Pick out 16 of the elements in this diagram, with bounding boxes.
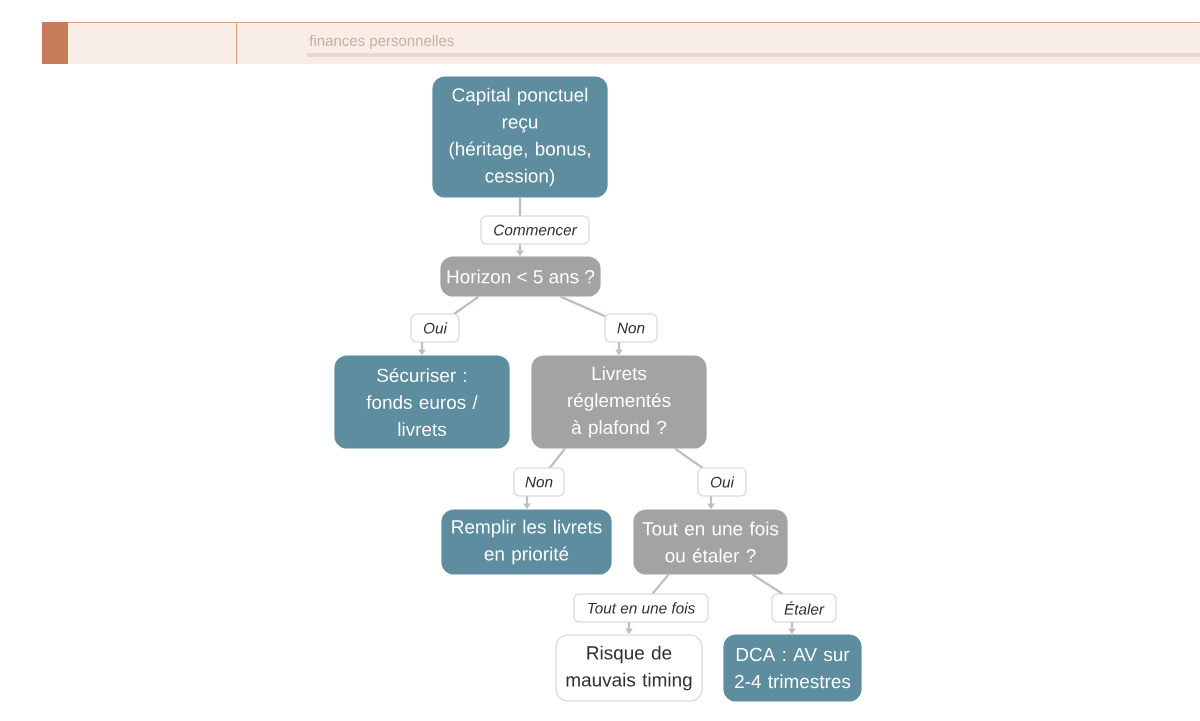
edge-label: Tout en une fois: [573, 593, 709, 623]
tagline: finances personnelles: [309, 35, 454, 49]
edge-label: Oui: [697, 467, 747, 497]
edge-label: Commencer: [480, 215, 590, 245]
edge-label: Non: [604, 313, 658, 343]
decision-box: Livrets réglementés à plafond ?: [531, 355, 707, 449]
edge-label: Oui: [410, 313, 460, 343]
process-box: Remplir les livrets en priorité: [441, 509, 612, 575]
process-box: Capital ponctuel reçu (héritage, bonus, cession): [432, 76, 608, 198]
edge-label: Étaler: [771, 593, 837, 623]
process-box: Sécuriser : fonds euros / livrets: [334, 355, 510, 449]
decision-box: Tout en une fois ou étaler ?: [633, 509, 788, 575]
edge-label: Non: [513, 467, 565, 497]
process-box: DCA : AV sur 2-4 trimestres: [723, 634, 862, 702]
decision-box: Horizon < 5 ans ?: [440, 256, 601, 297]
outcome-box: Risque de mauvais timing: [555, 634, 703, 702]
